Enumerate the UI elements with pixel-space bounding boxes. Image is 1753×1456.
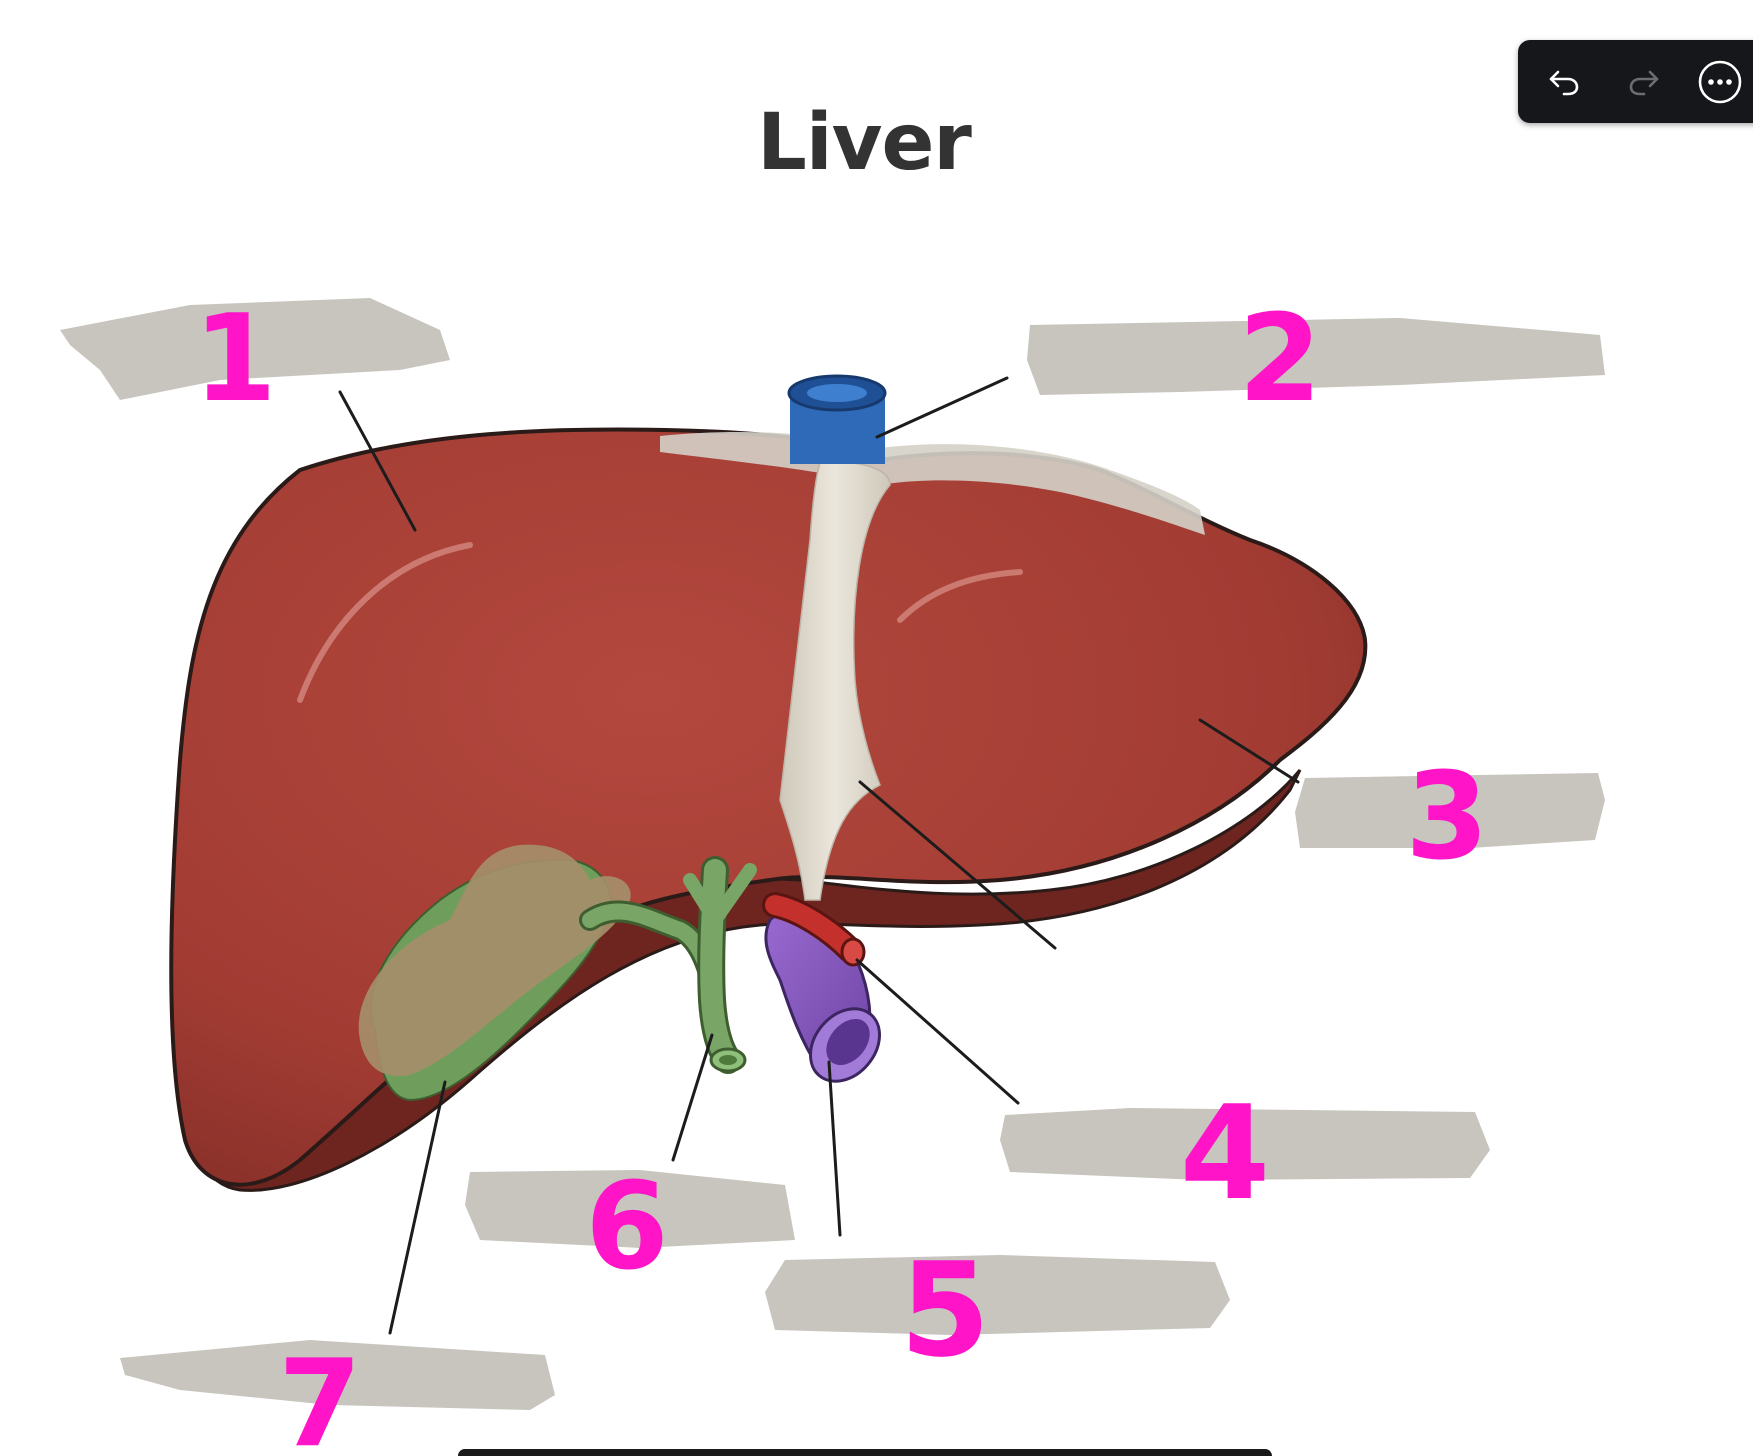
falciform-ligament <box>779 461 891 901</box>
leader-line-2 <box>875 376 1009 439</box>
hepatic-duct-branch <box>683 863 757 933</box>
bottom-scroll-handle[interactable] <box>458 1449 1272 1456</box>
liver-highlight-left <box>297 542 473 703</box>
leader-line-7 <box>388 1080 447 1335</box>
leader-line-3 <box>1198 718 1300 784</box>
label-6: 6 <box>585 1158 669 1297</box>
blank-box-1 <box>60 298 450 400</box>
leader-lines <box>338 376 1300 1335</box>
page-title: Liver <box>757 98 972 188</box>
label-4: 4 <box>1180 1077 1270 1229</box>
label-5: 5 <box>900 1234 990 1386</box>
label-1: 1 <box>193 290 277 429</box>
blank-box-6 <box>465 1170 795 1248</box>
hepatic-artery-end <box>840 937 866 967</box>
gallbladder-fundus <box>358 844 631 1076</box>
common-bile-duct-lumen <box>719 1055 737 1065</box>
blank-box-5 <box>765 1255 1230 1335</box>
leader-line-6 <box>671 1033 714 1162</box>
redo-button[interactable] <box>1618 56 1670 108</box>
label-2: 2 <box>1238 290 1322 429</box>
redo-icon <box>1629 70 1659 96</box>
liver-body <box>169 427 1368 1187</box>
blank-box-7 <box>120 1340 555 1410</box>
leader-line-4 <box>855 958 1020 1105</box>
leader-line-5 <box>827 1060 842 1237</box>
more-options-button[interactable] <box>1694 56 1746 108</box>
blank-box-2 <box>1027 318 1605 395</box>
number-labels: 1 2 3 4 5 6 7 <box>193 290 1489 1456</box>
portal-vein-lumen <box>826 1018 870 1066</box>
blank-box-4 <box>1000 1108 1490 1180</box>
blank-box-3 <box>1295 773 1605 848</box>
leader-line-falciform <box>858 780 1057 950</box>
undo-button[interactable] <box>1538 56 1590 108</box>
blank-label-boxes <box>60 298 1605 1410</box>
annotation-toolbar <box>1518 40 1753 123</box>
undo-icon <box>1549 70 1579 96</box>
label-3: 3 <box>1405 748 1489 887</box>
liver-highlight-right <box>897 569 1023 623</box>
leader-line-1 <box>338 390 417 532</box>
label-7: 7 <box>278 1335 362 1456</box>
inferior-vena-cava-lumen <box>807 384 867 402</box>
more-options-icon <box>1698 60 1742 104</box>
